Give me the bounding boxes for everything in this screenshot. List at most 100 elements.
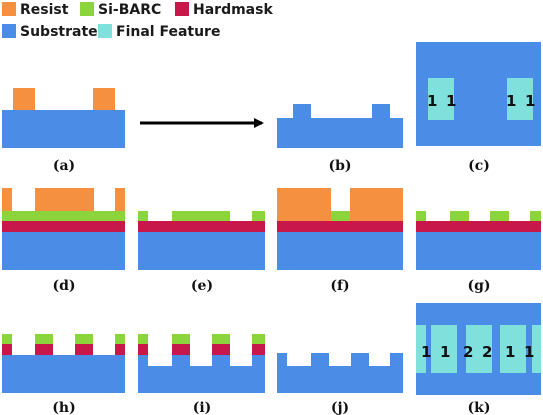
panel-c: 1 1 1 1 (c): [416, 42, 541, 174]
si-barc-line: [416, 211, 426, 221]
si-barc-line: [530, 211, 541, 221]
panel-b: (b): [277, 104, 403, 174]
feature-number: 1: [506, 92, 516, 110]
caption-e: (e): [191, 278, 213, 294]
substrate-fin: [311, 353, 329, 366]
caption-j: (j): [331, 400, 349, 415]
si-barc-layer: [2, 211, 125, 221]
legend-swatch-si-barc: [80, 2, 94, 16]
feature-number: 2: [463, 343, 473, 361]
panel-e: (e): [138, 211, 265, 294]
hardmask-line: [212, 344, 230, 355]
panel-j: (j): [277, 353, 403, 415]
substrate-fin: [138, 355, 148, 366]
si-barc-line: [252, 334, 265, 344]
si-barc-line: [75, 334, 93, 344]
substrate-fin: [277, 353, 287, 366]
legend-label-resist: Resist: [20, 2, 69, 18]
legend-label-final-feature: Final Feature: [116, 24, 220, 40]
panel-a: (a): [2, 88, 125, 174]
hardmask-line: [2, 344, 12, 355]
caption-a: (a): [53, 158, 75, 174]
caption-c: (c): [468, 158, 490, 174]
si-barc-line: [35, 334, 53, 344]
legend-swatch-substrate: [2, 24, 16, 38]
si-barc-line: [138, 334, 148, 344]
resist-line: [35, 188, 94, 211]
si-barc-line: [311, 211, 369, 221]
feature-number: 1: [446, 92, 456, 110]
hardmask-line: [252, 344, 265, 355]
substrate-fin: [252, 355, 265, 366]
substrate-layer: [138, 232, 265, 270]
hardmask-layer: [416, 221, 541, 232]
legend-label-substrate: Substrate: [20, 24, 98, 40]
final-feature: [466, 325, 492, 373]
feature-number: 1: [421, 343, 431, 361]
final-feature: [431, 325, 457, 373]
substrate-layer: [2, 110, 125, 148]
feature-number: 1: [524, 343, 534, 361]
substrate-layer: [138, 366, 265, 393]
panel-d: (d): [2, 188, 125, 294]
panel-h: (h): [2, 334, 125, 415]
caption-d: (d): [52, 278, 75, 294]
final-feature: [500, 325, 526, 373]
panel-k: 1 1 2 2 1 1 (k): [416, 303, 541, 415]
hardmask-line: [172, 344, 190, 355]
substrate-layer: [277, 366, 403, 393]
resist-block: [277, 188, 331, 221]
hardmask-layer: [277, 221, 403, 232]
hardmask-line: [75, 344, 93, 355]
panel-g: (g): [416, 211, 541, 294]
caption-b: (b): [328, 158, 351, 174]
resist-line: [93, 88, 115, 110]
hardmask-layer: [138, 221, 265, 232]
feature-number: 2: [482, 343, 492, 361]
legend-swatch-final-feature: [98, 24, 112, 38]
substrate-feature: [293, 104, 311, 118]
caption-g: (g): [467, 278, 490, 294]
panel-i: (i): [138, 334, 265, 415]
hardmask-line: [138, 344, 148, 355]
panel-f: (f): [277, 188, 403, 294]
hardmask-line: [35, 344, 53, 355]
si-barc-line: [490, 211, 509, 221]
si-barc-line: [138, 211, 148, 221]
hardmask-layer: [2, 221, 125, 232]
resist-line: [2, 188, 12, 211]
caption-k: (k): [468, 400, 491, 415]
final-feature: [416, 325, 426, 373]
legend-label-si-barc: Si-BARC: [98, 2, 161, 18]
final-feature: [428, 78, 454, 120]
substrate-fin: [172, 355, 190, 366]
feature-number: 1: [440, 343, 450, 361]
substrate-fin: [390, 353, 403, 366]
si-barc-line: [212, 334, 230, 344]
substrate-layer: [2, 232, 125, 270]
legend: Resist Si-BARC Hardmask Substrate Final …: [2, 2, 273, 40]
legend-label-hardmask: Hardmask: [193, 2, 273, 18]
legend-swatch-hardmask: [175, 2, 189, 16]
resist-line: [13, 88, 35, 110]
substrate-feature: [372, 104, 390, 118]
substrate-layer: [416, 232, 541, 270]
substrate-layer: [2, 355, 125, 393]
hardmask-line: [115, 344, 125, 355]
substrate-layer: [277, 232, 403, 270]
si-barc-line: [2, 334, 12, 344]
si-barc-line: [172, 334, 190, 344]
caption-f: (f): [330, 278, 349, 294]
substrate-fin: [212, 355, 230, 366]
resist-block: [350, 188, 403, 221]
final-feature: [532, 325, 541, 373]
legend-swatch-resist: [2, 2, 16, 16]
si-barc-line: [252, 211, 265, 221]
resist-line: [115, 188, 125, 211]
substrate-layer: [277, 118, 403, 148]
feature-number: 1: [525, 92, 535, 110]
si-barc-line: [172, 211, 230, 221]
substrate-fin: [351, 353, 369, 366]
si-barc-line: [115, 334, 125, 344]
